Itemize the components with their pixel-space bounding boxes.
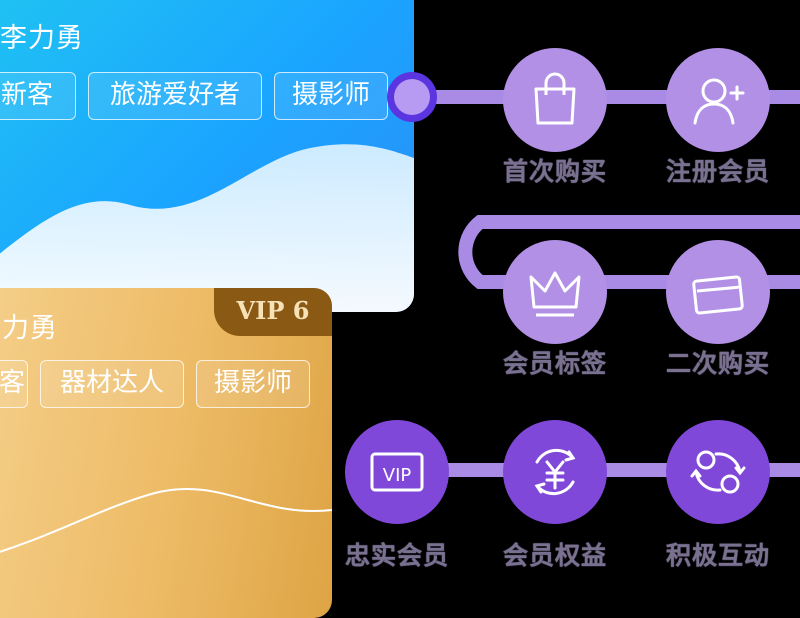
step-label: 二次购买	[665, 349, 770, 378]
vip-icon: VIP	[370, 452, 424, 492]
flow-start-dot	[394, 79, 430, 115]
interaction-icon	[690, 450, 746, 494]
step-first-purchase	[503, 48, 607, 152]
step-label: 忠实会员	[344, 541, 449, 570]
step-label: 首次购买	[502, 157, 607, 186]
step-member-tag	[503, 240, 607, 344]
step-loyal-member: VIP	[345, 420, 449, 524]
step-label: 积极互动	[665, 541, 770, 570]
step-active-interaction	[666, 420, 770, 524]
step-member-benefits	[503, 420, 607, 524]
crown-icon	[529, 271, 581, 317]
member-name: 李力勇	[0, 313, 58, 344]
svg-text:VIP: VIP	[383, 465, 412, 486]
member-tag: 旅游爱好者	[88, 72, 262, 120]
step-register-member	[666, 48, 770, 152]
add-user-icon	[693, 78, 745, 125]
vip-level-badge: VIP 6	[214, 288, 332, 336]
card-wave-gold	[0, 488, 332, 553]
member-tag: 摄影师	[196, 360, 310, 408]
member-tag: 器材达人	[40, 360, 184, 408]
card-wave-blue	[0, 144, 414, 312]
member-tag: 新客	[0, 72, 76, 120]
member-card-gold: VIP 6 李力勇 新客 器材达人 摄影师	[0, 288, 332, 618]
yuan-exchange-icon	[534, 448, 576, 496]
member-card-blue: 李力勇 新客 旅游爱好者 摄影师	[0, 0, 414, 312]
shopping-bag-icon	[534, 72, 576, 125]
step-second-purchase	[666, 240, 770, 344]
card-icon	[692, 275, 744, 315]
member-name: 李力勇	[0, 23, 84, 54]
step-label: 会员权益	[502, 541, 607, 570]
step-label: 注册会员	[665, 157, 770, 186]
step-label: 会员标签	[502, 349, 607, 378]
member-tag: 摄影师	[274, 72, 388, 120]
member-tag: 新客	[0, 360, 28, 408]
